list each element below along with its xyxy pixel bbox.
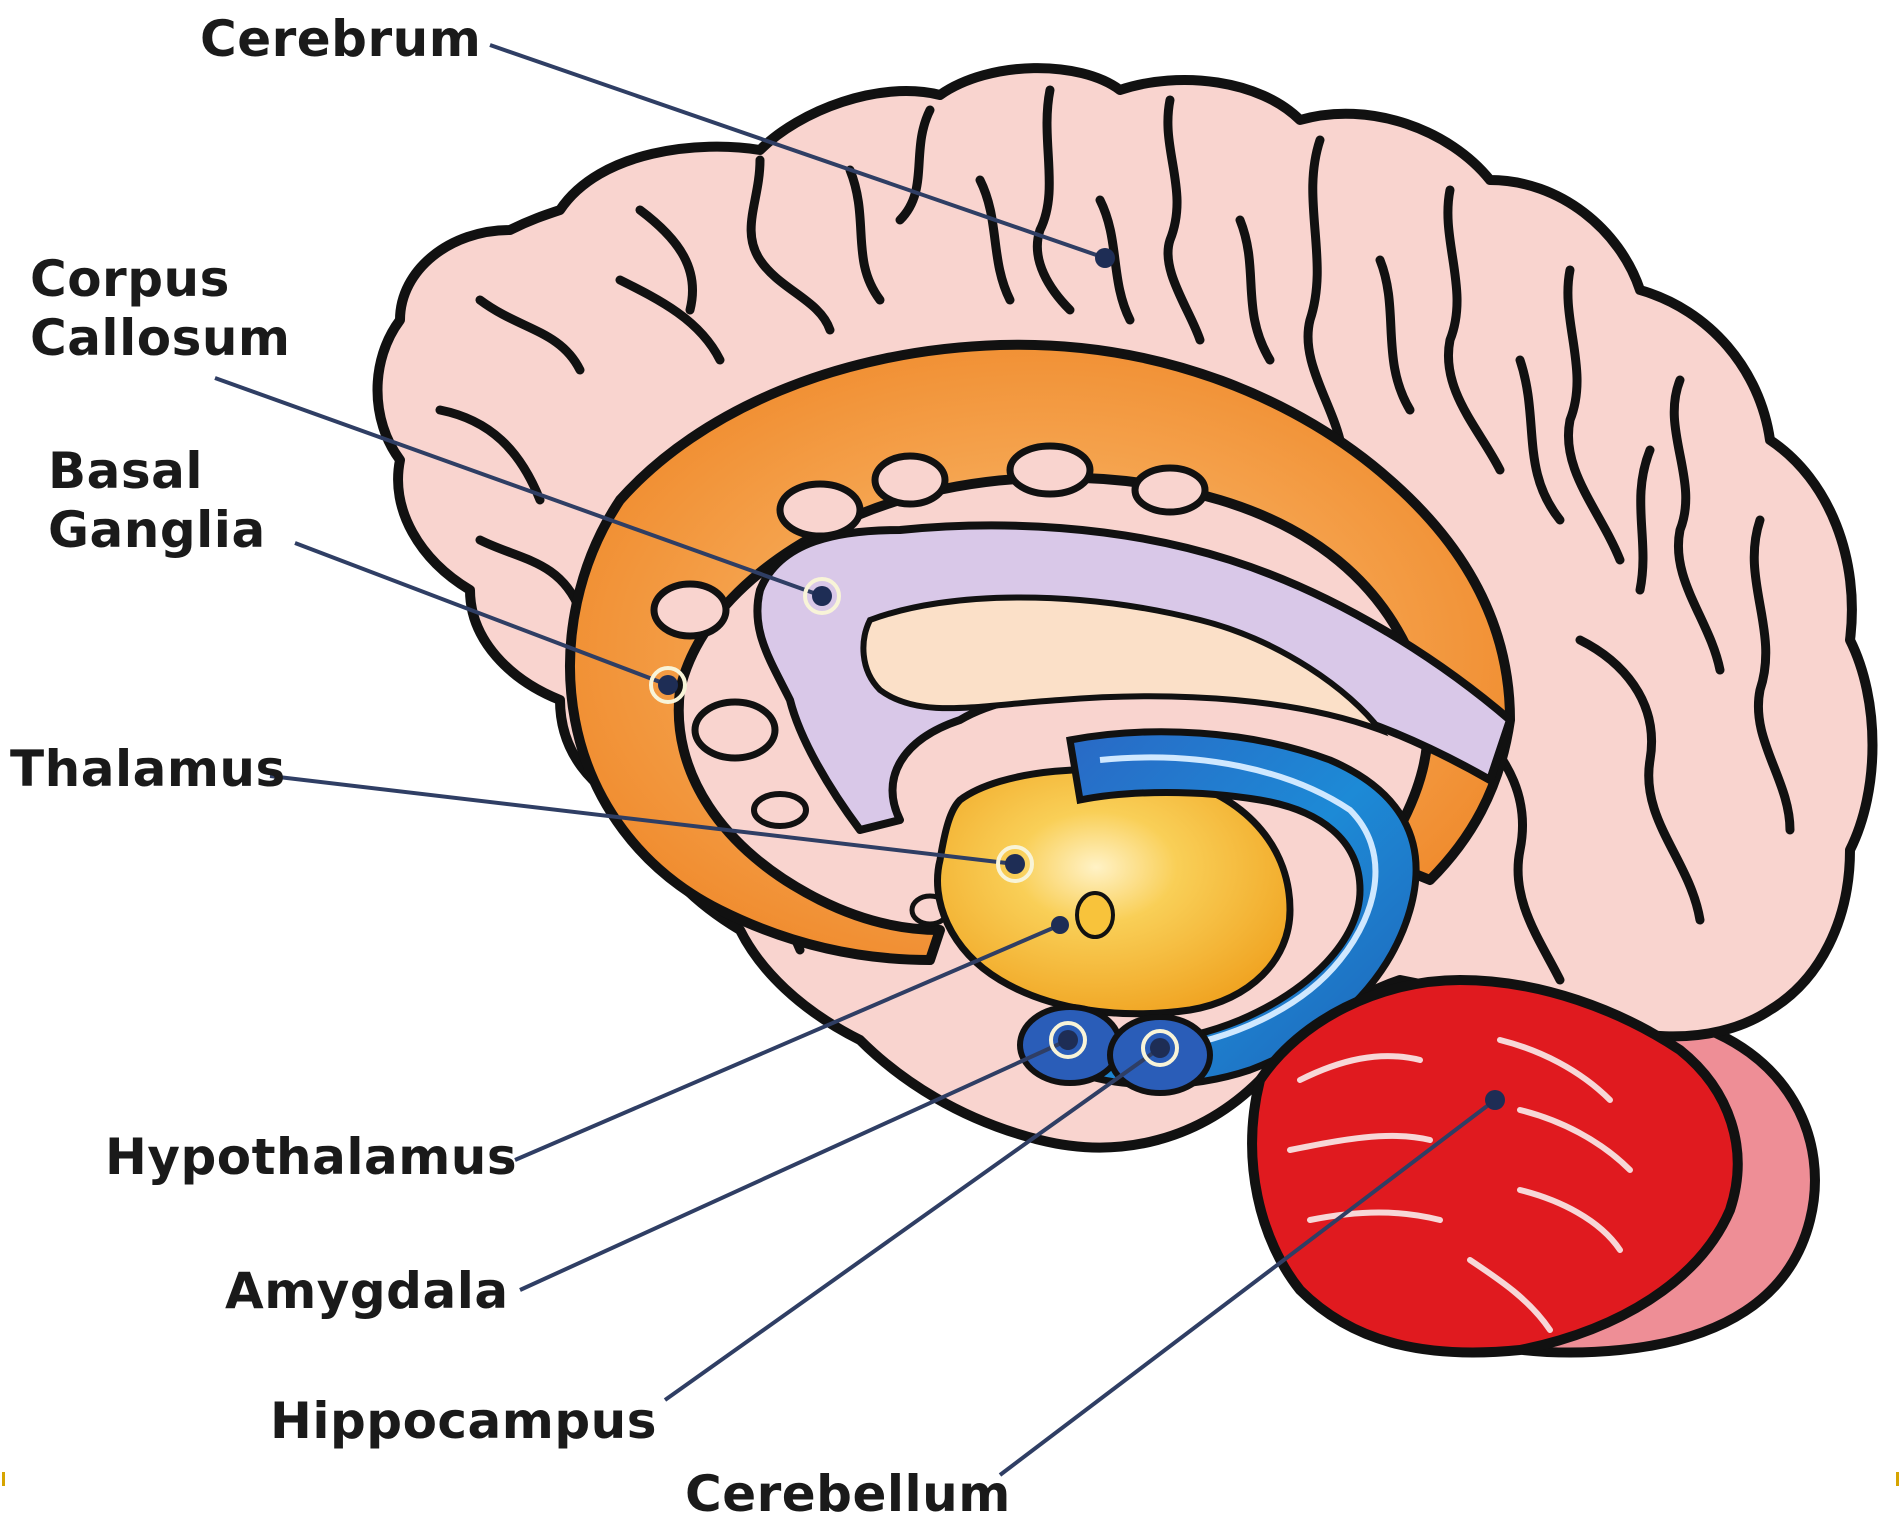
label-basal-ganglia: Basal Ganglia bbox=[48, 442, 266, 559]
label-corpus-callosum: Corpus Callosum bbox=[30, 250, 291, 367]
leader-cerebellum bbox=[998, 1098, 1497, 1477]
leader-amygdala bbox=[519, 1038, 1069, 1292]
dot-cerebrum bbox=[1095, 248, 1115, 268]
leader-cerebrum bbox=[489, 43, 1106, 260]
label-cerebellum: Cerebellum bbox=[685, 1465, 1011, 1523]
dot-cerebellum bbox=[1485, 1090, 1505, 1110]
cerebellum-shape bbox=[1247, 975, 1743, 1358]
dot-corpus-callosum bbox=[812, 586, 832, 606]
leader-thalamus bbox=[269, 774, 1016, 866]
thalamus-shape bbox=[934, 766, 1294, 1018]
label-amygdala: Amygdala bbox=[225, 1262, 509, 1320]
label-hypothalamus: Hypothalamus bbox=[105, 1128, 518, 1186]
edge-tick-right bbox=[1896, 1472, 1899, 1486]
dot-amygdala bbox=[1058, 1030, 1078, 1050]
leader-hypothalamus bbox=[514, 923, 1061, 1162]
leader-hippocampus bbox=[663, 1046, 1162, 1402]
dot-hippocampus bbox=[1150, 1038, 1170, 1058]
pointer-dots bbox=[649, 248, 1505, 1110]
cerebral-folds bbox=[435, 85, 1795, 985]
callosum-openings bbox=[650, 442, 1209, 927]
cerebellum-folia bbox=[1287, 1037, 1633, 1333]
dot-basal-ganglia bbox=[658, 675, 678, 695]
leader-lines bbox=[214, 43, 1497, 1477]
dot-thalamus bbox=[1005, 854, 1025, 874]
edge-tick-left bbox=[2, 1472, 5, 1486]
dot-hypothalamus bbox=[1051, 916, 1069, 934]
label-hippocampus: Hippocampus bbox=[270, 1392, 658, 1450]
leader-corpus-callosum bbox=[214, 376, 823, 598]
label-thalamus: Thalamus bbox=[10, 740, 286, 798]
label-cerebrum: Cerebrum bbox=[200, 10, 482, 68]
leader-basal-ganglia bbox=[294, 541, 669, 687]
